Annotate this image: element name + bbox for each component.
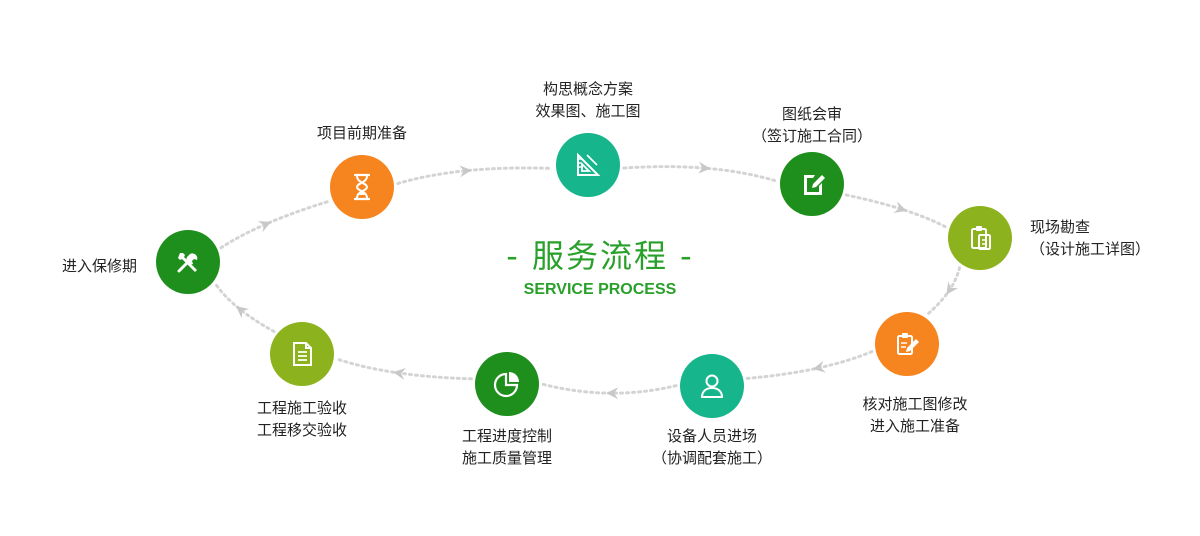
process-step-node — [156, 230, 220, 294]
process-step-node — [556, 133, 620, 197]
triangle-ruler-icon — [572, 149, 604, 181]
tools-icon — [172, 246, 204, 278]
loop-segment — [219, 199, 331, 250]
pie-chart-icon — [491, 368, 523, 400]
process-step-node — [680, 354, 744, 418]
hourglass-icon — [346, 171, 378, 203]
step-label-line: （协调配套施工） — [651, 449, 772, 467]
step-label-line: 现场勘查 — [1030, 218, 1091, 236]
process-step-node — [475, 352, 539, 416]
flow-arrow-icon — [236, 306, 250, 319]
loop-segment — [844, 193, 948, 229]
loop-segment — [622, 165, 778, 183]
diagram-subtitle: SERVICE PROCESS — [523, 281, 677, 298]
flow-arrow-icon — [459, 165, 472, 178]
flow-arrow-icon — [698, 161, 711, 174]
step-label-line: （设计施工详图） — [1030, 240, 1151, 258]
process-step-label: 构思概念方案效果图、施工图 — [488, 78, 688, 122]
step-label-line: 施工质量管理 — [461, 449, 552, 467]
document-lines-icon — [286, 338, 318, 370]
flow-arrow-icon — [812, 360, 826, 373]
loop-segment — [745, 350, 874, 380]
step-label-line: 工程施工验收 — [256, 399, 347, 417]
step-label-line: 构思概念方案 — [542, 80, 633, 98]
process-step-label: 设备人员进场 （协调配套施工） — [612, 425, 812, 469]
loop-segment — [214, 283, 276, 333]
step-label-line: 工程移交验收 — [256, 421, 347, 439]
step-label-line: 图纸会审 — [781, 105, 842, 123]
process-step-label: 项目前期准备 — [262, 122, 462, 144]
process-step-node — [330, 155, 394, 219]
step-label-line: 项目前期准备 — [316, 124, 407, 142]
step-label-line: （签订施工合同） — [751, 127, 872, 145]
process-step-label: 现场勘查 （设计施工详图） — [1030, 216, 1150, 260]
step-label-line: 设备人员进场 — [666, 427, 757, 445]
flow-arrow-icon — [393, 367, 406, 380]
user-icon — [696, 370, 728, 402]
process-step-node — [875, 312, 939, 376]
pencil-note-icon — [891, 328, 923, 360]
step-label-line: 进入保修期 — [62, 257, 138, 275]
flow-arrow-icon — [946, 281, 959, 295]
step-label-line: 进入施工准备 — [869, 417, 960, 435]
edit-document-icon — [796, 168, 828, 200]
diagram-title: - 服务流程 - — [506, 237, 694, 275]
clipboard-icon — [964, 222, 996, 254]
process-step-node — [270, 322, 334, 386]
loop-segment — [396, 166, 554, 186]
process-step-label: 工程施工验收工程移交验收 — [202, 397, 402, 441]
process-step-label: 图纸会审 （签订施工合同） — [712, 103, 912, 147]
flow-arrow-icon — [606, 387, 619, 400]
step-label-line: 效果图、施工图 — [535, 102, 641, 120]
process-step-label: 核对施工图修改进入施工准备 — [815, 393, 1015, 437]
process-step-node — [780, 152, 844, 216]
flow-arrow-icon — [893, 201, 907, 213]
step-label-line: 核对施工图修改 — [862, 395, 968, 413]
step-label-line: 工程进度控制 — [461, 427, 552, 445]
process-step-label: 工程进度控制施工质量管理 — [407, 425, 607, 469]
process-step-label: 进入保修期 — [62, 255, 137, 277]
process-step-node — [948, 206, 1012, 270]
flow-arrow-icon — [257, 221, 272, 233]
loop-segment — [925, 266, 962, 316]
